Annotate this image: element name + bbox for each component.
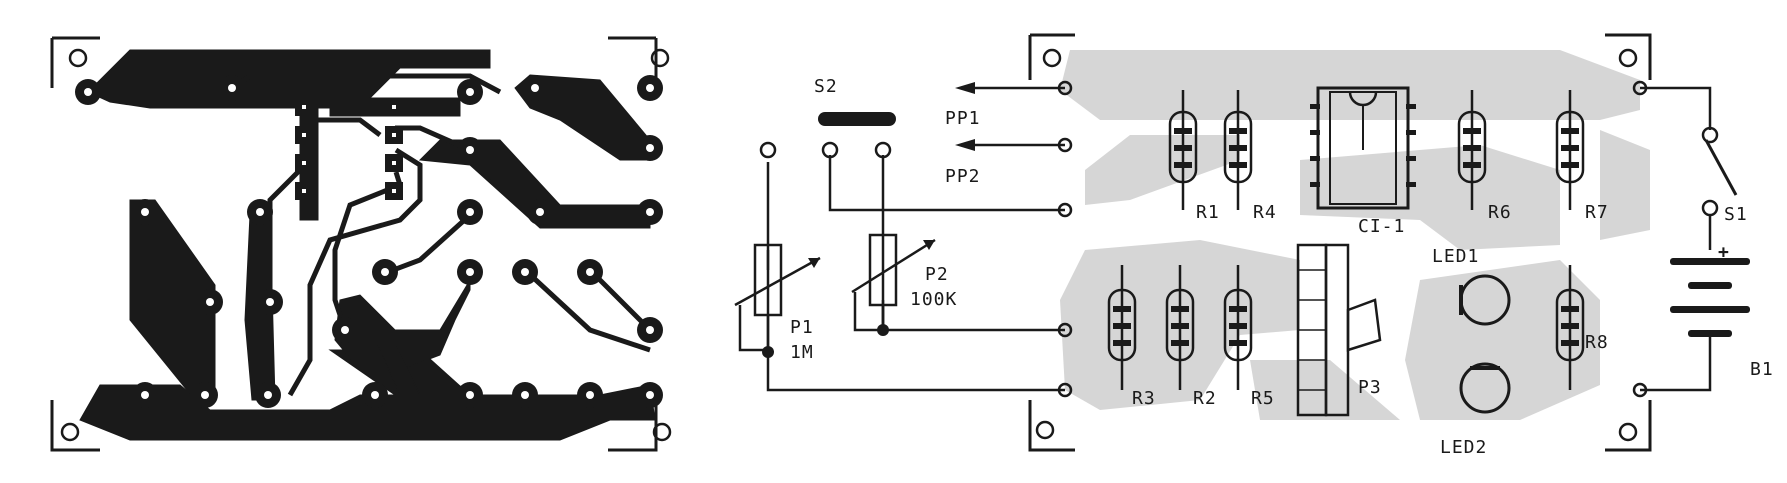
resistor-r5 [1223,265,1253,390]
label-s2: S2 [814,76,838,97]
label-r3: R3 [1132,388,1156,409]
component-labels: S2 PP1 PP2 P1 1M P2 100K R1 R4 CI-1 R6 R… [790,76,1774,458]
potentiometer-p1 [734,243,821,358]
resistor-r6 [1457,90,1487,210]
label-battery-plus: + [1718,242,1730,263]
potentiometer-p2 [851,233,936,336]
led-1 [1459,274,1511,326]
label-r8: R8 [1585,332,1609,353]
trimmer-p3 [1296,243,1382,417]
label-p1-name: P1 [790,317,814,338]
label-led1: LED1 [1432,246,1479,267]
label-pp1: PP1 [945,108,981,129]
ic-ci1 [1310,86,1416,210]
resistor-r3 [1107,265,1137,390]
label-led2: LED2 [1440,437,1487,458]
pcb-mounting-holes [60,48,672,442]
label-ci1: CI-1 [1358,216,1405,237]
resistor-r7 [1555,90,1585,210]
component-pads [1057,80,1648,398]
pcb-corner-marks [50,36,658,452]
component-corner-marks [1028,33,1652,452]
led-2 [1459,362,1511,414]
ghost-copper-traces [1060,50,1650,420]
resistor-r4 [1223,90,1253,210]
pcb-copper-traces [79,49,656,441]
switch-s2 [759,112,896,159]
switch-s2-bar [818,112,896,126]
pcb-copper-layout [50,36,672,452]
component-layout: S2 PP1 PP2 P1 1M P2 100K R1 R4 CI-1 R6 R… [734,33,1774,458]
battery-b1 [1670,258,1750,337]
label-pp2: PP2 [945,166,981,187]
pcb-pads [75,75,663,408]
resistors [1107,90,1585,390]
label-r4: R4 [1253,202,1277,223]
label-p2-name: P2 [925,264,949,285]
label-s1: S1 [1724,204,1748,225]
label-p1-value: 1M [790,342,814,363]
output-arrows [955,82,975,151]
label-r6: R6 [1488,202,1512,223]
switch-s1 [1701,126,1738,217]
label-r1: R1 [1196,202,1220,223]
label-p2-value: 100K [910,289,957,310]
resistor-r8 [1555,265,1585,390]
resistor-r2 [1165,265,1195,390]
label-r2: R2 [1193,388,1217,409]
resistor-r1 [1168,90,1198,210]
label-r7: R7 [1585,202,1609,223]
label-r5: R5 [1251,388,1275,409]
label-b1: B1 [1750,359,1774,380]
component-mounting-holes [1035,48,1638,442]
label-p3: P3 [1358,377,1382,398]
